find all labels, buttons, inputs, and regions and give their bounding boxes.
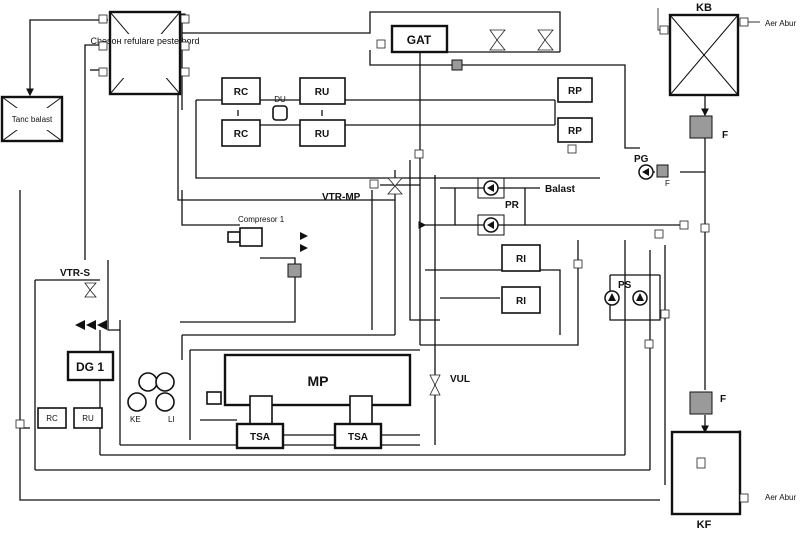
pr-pumps: PR Balast (477, 177, 576, 236)
kb-label: KB (696, 2, 712, 14)
kf-label: KF (697, 519, 712, 531)
rc-bottom-box: RC (221, 119, 261, 147)
ru-small-box: RU (73, 407, 103, 429)
tsa-left-label: TSA (250, 432, 270, 443)
du-unit: DU (272, 95, 288, 121)
aer-abur-top-label: Aer Abur (765, 19, 796, 28)
vtr-mp-label: VTR-MP (322, 192, 361, 203)
ri-top-label: RI (516, 254, 526, 265)
dg1-generator: DG 1 (66, 320, 115, 382)
balast-label: Balast (545, 184, 576, 195)
cheson-label: Chesoн refulare peste bord (90, 36, 199, 46)
ballast-tank-label: Tanc balast (12, 115, 53, 124)
filter-top: F (689, 115, 728, 141)
ri-bottom-label: RI (516, 296, 526, 307)
du-label: DU (274, 95, 286, 104)
rc-small-label: RC (46, 414, 58, 423)
ballast-tank: Tanc balast (0, 95, 64, 143)
filter-small: F (656, 164, 670, 188)
ps-pumps: PS (604, 280, 648, 306)
pg-label: PG (634, 154, 649, 165)
rc-small-box: RC (37, 407, 67, 429)
ke-label: KE (130, 415, 141, 424)
filter-small-label: F (665, 179, 670, 188)
valve-markers (15, 14, 749, 503)
ru-bottom-box: RU (299, 119, 346, 147)
aer-abur-bottom-label: Aer Abur (765, 493, 796, 502)
ru-top-label: RU (315, 87, 329, 98)
gat-label: GAT (407, 33, 432, 47)
compressor: Compresor 1 (227, 215, 308, 278)
ru-small-label: RU (82, 414, 94, 423)
pr-label: PR (505, 200, 520, 211)
pg-pump: PG (634, 154, 654, 180)
rp-bottom-label: RP (568, 126, 582, 137)
vtr-s-label: VTR-S (60, 268, 90, 279)
ru-top-box: RU (299, 77, 346, 105)
ke-li-pumps: KE LI (127, 372, 175, 424)
mp-label: MP (308, 373, 329, 389)
rp-top-label: RP (568, 86, 582, 97)
ri-top-box: RI (501, 244, 541, 272)
li-label: LI (168, 415, 175, 424)
rc-top-label: RC (234, 87, 248, 98)
gat-unit: GAT (390, 24, 554, 71)
ps-label: PS (618, 280, 632, 291)
filter-top-label: F (722, 130, 728, 141)
mp-main-engine: MP (206, 353, 412, 425)
kf-boiler: KF Aer Abur (670, 430, 796, 531)
rc-bottom-label: RC (234, 129, 248, 140)
filter-bottom-label: F (720, 394, 726, 405)
cheson-tank: Chesoн refulare peste bord (90, 10, 200, 96)
ru-bottom-label: RU (315, 129, 329, 140)
rp-top-box: RP (557, 77, 593, 103)
tsa-right-box: TSA (333, 422, 383, 450)
rc-top-box: RC (221, 77, 261, 105)
vul-label: VUL (450, 374, 470, 385)
tsa-left-box: TSA (235, 422, 285, 450)
vul-valve: VUL (429, 374, 470, 396)
rp-bottom-box: RP (557, 117, 593, 143)
compressor-label: Compresor 1 (238, 215, 285, 224)
ri-bottom-box: RI (501, 286, 541, 314)
kb-boiler: KB Aer Abur (668, 2, 796, 97)
tsa-right-label: TSA (348, 432, 368, 443)
filter-bottom: F (689, 391, 726, 415)
dg1-label: DG 1 (76, 360, 104, 374)
